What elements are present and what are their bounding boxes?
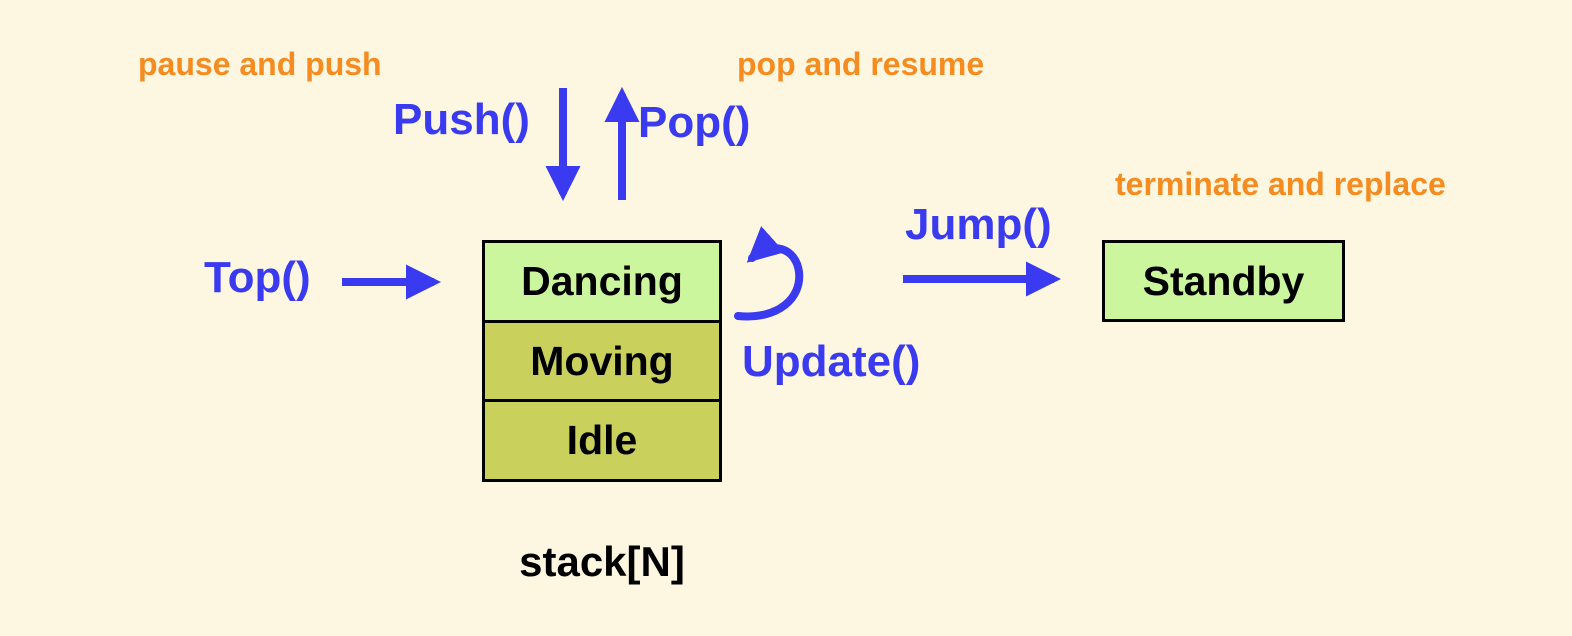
- update-transition-label: Update(): [742, 337, 921, 386]
- annotation-pop-and-resume: pop and resume: [737, 46, 985, 82]
- state-stack: Dancing Moving Idle: [482, 240, 722, 482]
- top-transition-label: Top(): [204, 253, 311, 302]
- stack-state-moving: Moving: [485, 319, 719, 400]
- annotation-terminate-and-replace: terminate and replace: [1115, 166, 1446, 202]
- stack-caption: stack[N]: [519, 538, 685, 585]
- stack-state-idle: Idle: [485, 399, 719, 480]
- stack-state-dancing: Dancing: [485, 243, 719, 320]
- pop-transition-label: Pop(): [638, 98, 751, 147]
- jump-transition-label: Jump(): [905, 200, 1052, 249]
- update-self-loop-arrow: [734, 226, 804, 321]
- standby-state: Standby: [1102, 240, 1345, 322]
- annotation-pause-and-push: pause and push: [138, 46, 382, 82]
- push-transition-label: Push(): [393, 95, 530, 144]
